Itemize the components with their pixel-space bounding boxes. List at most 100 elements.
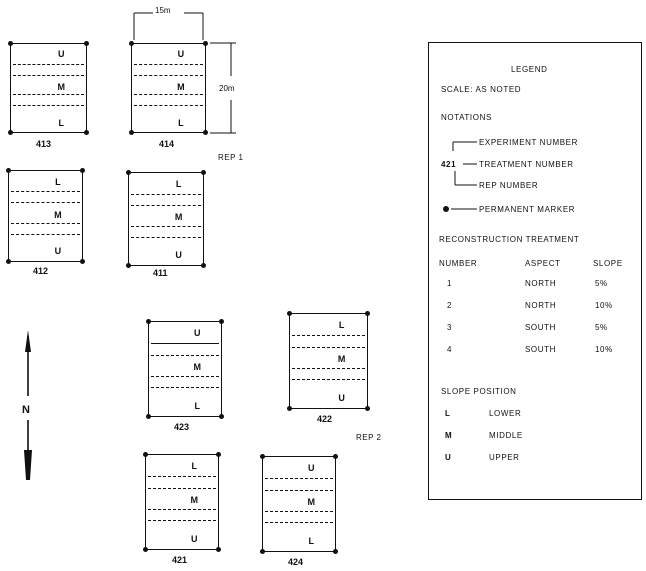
legend-box: LEGEND SCALE: AS NOTED NOTATIONS EXPERIM…: [428, 42, 642, 500]
column-number: NUMBER: [439, 259, 478, 268]
rep-number-label: REP NUMBER: [479, 181, 539, 190]
plot-divider-line: [292, 379, 365, 380]
permanent-marker-icon: [143, 452, 148, 457]
plot-422: L M U: [287, 311, 370, 411]
slope-code: U: [445, 453, 452, 462]
slope-position-code: L: [175, 179, 182, 189]
reconstruction-title: RECONSTRUCTION TREATMENT: [439, 235, 580, 244]
plot-number: 412: [33, 266, 49, 276]
slope-position-code: U: [193, 328, 201, 338]
plot-number: 422: [317, 414, 333, 424]
plot-divider-line: [131, 226, 201, 227]
permanent-marker-icon: [126, 170, 131, 175]
treatment-number: 1: [447, 279, 453, 288]
permanent-marker-icon: [216, 547, 221, 552]
permanent-marker-icon: [201, 263, 206, 268]
slope-position-code: L: [178, 118, 184, 128]
plot-number: 413: [36, 139, 52, 149]
permanent-marker-icon: [84, 41, 89, 46]
treatment-aspect: SOUTH: [525, 323, 556, 332]
slope-position-code: U: [307, 463, 315, 473]
plot-divider-line: [151, 355, 219, 356]
slope-code: L: [445, 409, 451, 418]
plot-divider-line: [13, 105, 84, 106]
plot-412: L M U: [6, 168, 85, 264]
plot-divider-line: [13, 94, 84, 95]
slope-label: MIDDLE: [489, 431, 523, 440]
plot-divider-line: [148, 476, 216, 477]
legend-title: LEGEND: [511, 65, 548, 74]
permanent-marker-icon: [333, 549, 338, 554]
slope-position-code: L: [55, 177, 61, 187]
plot-divider-line: [131, 194, 201, 195]
rep-1-label: REP 1: [218, 153, 244, 162]
permanent-marker-icon: [143, 547, 148, 552]
permanent-marker-icon: [80, 259, 85, 264]
slope-position-code: U: [54, 246, 62, 256]
slope-position-code: L: [194, 401, 200, 411]
slope-position-code: M: [177, 82, 185, 92]
permanent-marker-icon: [203, 41, 208, 46]
north-label: N: [22, 404, 30, 416]
permanent-marker-icon: [219, 319, 224, 324]
plot-divider-line: [134, 105, 203, 106]
plot-number: 423: [174, 422, 190, 432]
plot-divider-line: [134, 64, 203, 65]
permanent-marker-icon: [8, 130, 13, 135]
treatment-slope: 10%: [595, 345, 613, 354]
slope-position-code: U: [338, 393, 345, 403]
permanent-marker-icon: [129, 41, 134, 46]
plot-divider-line: [13, 64, 84, 65]
permanent-marker-icon: [219, 414, 224, 419]
permanent-marker-icon: [146, 319, 151, 324]
plot-divider-line: [265, 478, 333, 479]
plot-number: 424: [288, 557, 304, 567]
plot-number: 414: [159, 139, 175, 149]
treatment-aspect: SOUTH: [525, 345, 556, 354]
column-slope: SLOPE: [593, 259, 623, 268]
permanent-marker-icon: [80, 168, 85, 173]
slope-position-code: U: [58, 49, 65, 59]
permanent-marker-icon: [203, 130, 208, 135]
plot-divider-line: [151, 387, 219, 388]
permanent-marker-icon: [8, 41, 13, 46]
permanent-marker-icon: [287, 311, 292, 316]
width-dimension-label: 15m: [155, 6, 171, 15]
plot-divider-line: [11, 202, 80, 203]
plot-divider-line: [11, 234, 80, 235]
plot-divider-line: [265, 522, 333, 523]
example-plot-code: 421: [441, 160, 457, 169]
plot-divider-line: [134, 94, 203, 95]
permanent-marker-icon: [129, 130, 134, 135]
permanent-marker-icon: [84, 130, 89, 135]
plot-divider-line: [292, 368, 365, 369]
permanent-marker-icon: [146, 414, 151, 419]
plot-divider-line: [11, 191, 80, 192]
plot-divider-line: [131, 237, 201, 238]
slope-position-code: M: [307, 497, 315, 507]
slope-position-code: M: [174, 212, 183, 222]
plot-divider-line: [265, 511, 333, 512]
treatment-number: 4: [447, 345, 453, 354]
permanent-marker-icon: [126, 263, 131, 268]
plot-divider-line: [11, 223, 80, 224]
plot-divider-line: [13, 75, 84, 76]
height-dimension-label: 20m: [219, 84, 235, 93]
slope-position-code: L: [338, 320, 345, 330]
slope-position-code: U: [190, 534, 198, 544]
permanent-marker-icon: [333, 454, 338, 459]
plot-number: 411: [153, 268, 168, 278]
permanent-marker-icon: [287, 406, 292, 411]
slope-position-code: M: [337, 354, 346, 364]
slope-position-code: M: [54, 210, 62, 220]
plot-divider-line: [151, 376, 219, 377]
treatment-number: 2: [447, 301, 453, 310]
plot-divider-line: [292, 335, 365, 336]
plot-divider-line: [292, 347, 365, 348]
